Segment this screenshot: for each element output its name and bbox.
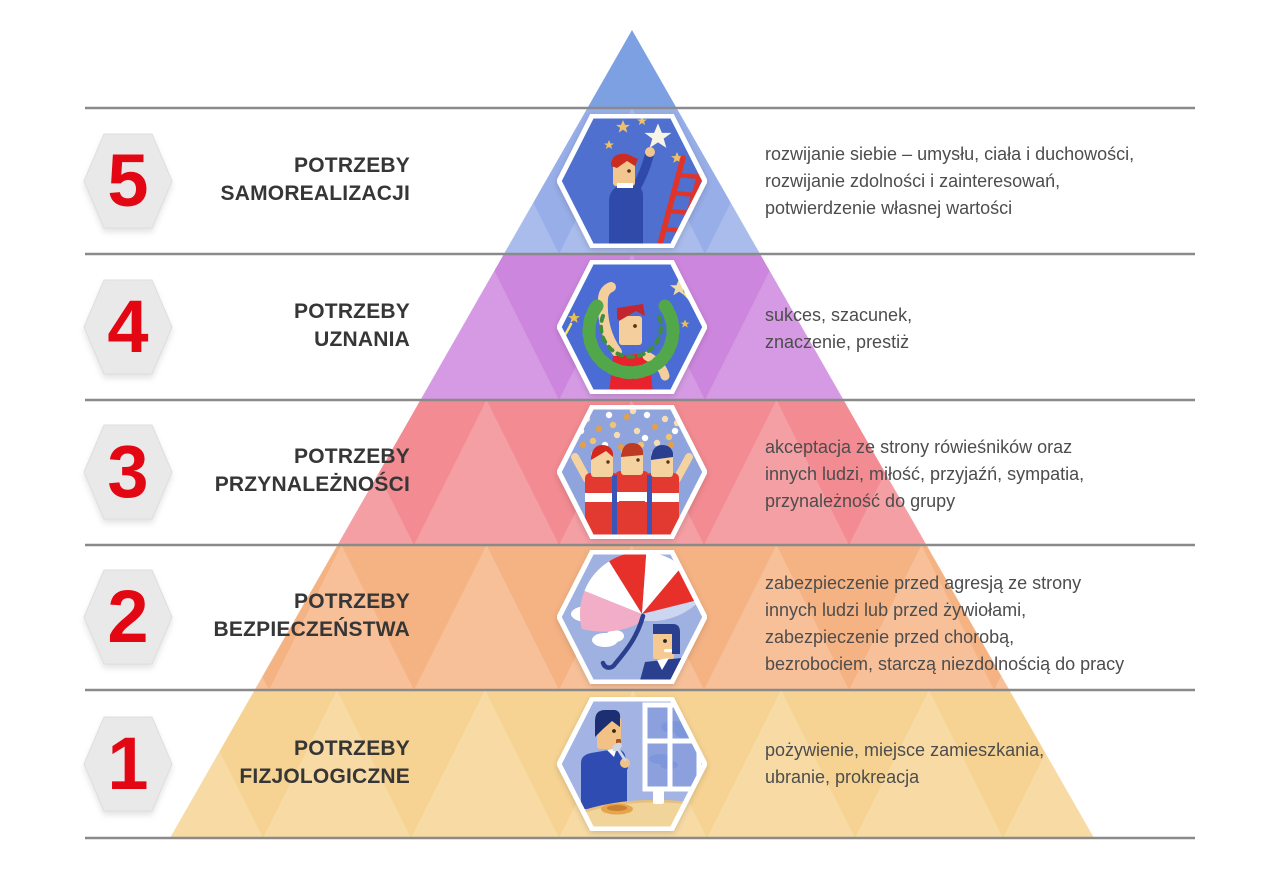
pyramid-apex — [170, 30, 1094, 108]
hexagon-badge-shape — [83, 424, 173, 520]
level-5-number: 5 — [107, 139, 149, 222]
level-2-description: zabezpieczenie przed agresją ze strony i… — [765, 573, 1125, 674]
separator-lines — [85, 106, 1195, 840]
level-2-title: POTRZEBY BEZPIECZEŃSTWA — [213, 590, 410, 641]
group-of-friends-confetti-icon — [557, 405, 707, 539]
level-1-number: 1 — [107, 722, 149, 805]
level-4-description: sukces, szacunek, znaczenie, prestiż — [765, 305, 913, 352]
level-5-badge: 5 — [82, 132, 174, 230]
level-3-description: akceptacja ze strony rówieśników oraz in… — [765, 437, 1085, 511]
level-1-badge: 1 — [82, 715, 174, 813]
level-3-badge: 3 — [82, 423, 174, 521]
man-eating-meal-icon — [557, 697, 707, 831]
level-4-badge: 4 — [82, 278, 174, 376]
level-3-title: POTRZEBY PRZYNALEŻNOŚCI — [214, 445, 410, 496]
level-5-title: POTRZEBY SAMOREALIZACJI — [220, 154, 410, 205]
level-1-title: POTRZEBY FIZJOLOGICZNE — [239, 737, 410, 788]
man-climbing-ladder-to-stars-icon — [557, 114, 707, 248]
level-3-number: 3 — [107, 430, 149, 513]
confetti-dots — [577, 407, 683, 451]
level-5-description: rozwijanie siebie – umysłu, ciała i duch… — [765, 144, 1135, 218]
hexagon-badge-shape — [83, 716, 173, 812]
level-4-number: 4 — [107, 285, 149, 368]
level-4-title: POTRZEBY UZNANIA — [294, 300, 410, 351]
level-2-number: 2 — [107, 575, 149, 658]
hexagon-badge-shape — [83, 133, 173, 229]
winner-with-laurel-wreath-icon — [557, 260, 707, 394]
level-2-badge: 2 — [82, 568, 174, 666]
man-under-umbrella-icon — [557, 550, 707, 684]
hexagon-badge-shape — [83, 279, 173, 375]
hexagon-badge-shape — [83, 569, 173, 665]
level-1-description: pożywienie, miejsce zamieszkania, ubrani… — [765, 740, 1045, 787]
